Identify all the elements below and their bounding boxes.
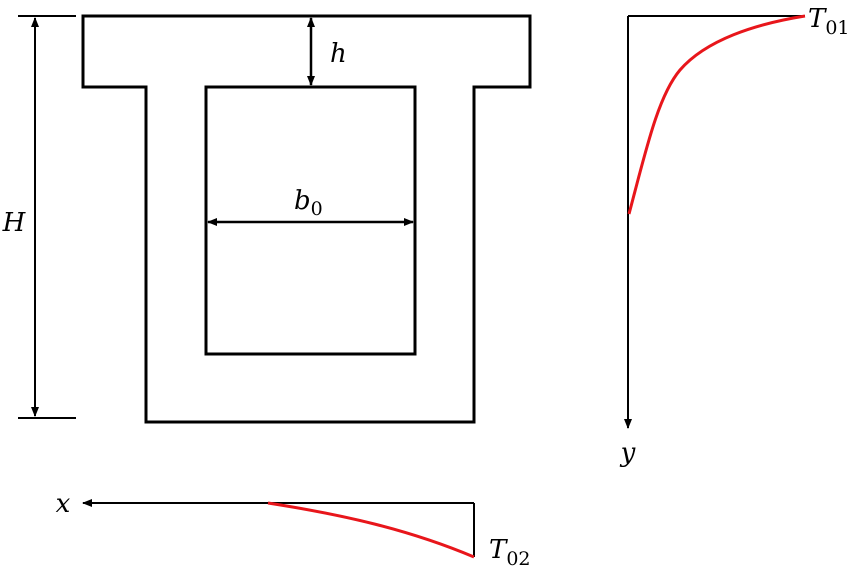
x-axis-label: x [56, 489, 71, 519]
top-temperature-letter: T [808, 4, 827, 34]
cell-width-label: b0 [294, 186, 323, 220]
top-temperature-subscript: 01 [825, 17, 849, 39]
girder-outer-outline [81, 14, 532, 424]
top-temperature-label: T01 [808, 4, 850, 39]
side-temperature-label: T02 [489, 535, 531, 570]
flange-thickness-label: h [330, 39, 347, 69]
transverse-temperature-curve [267, 501, 475, 559]
y-axis-label: y [620, 438, 636, 468]
cell-width-subscript: 0 [311, 198, 323, 220]
side-temperature-letter: T [489, 535, 508, 565]
height-label: H [2, 208, 27, 238]
side-temperature-subscript: 02 [506, 548, 530, 570]
vertical-temperature-curve [627, 14, 806, 215]
girder-inner-cell [204, 85, 417, 356]
cell-width-letter: b [294, 186, 311, 216]
